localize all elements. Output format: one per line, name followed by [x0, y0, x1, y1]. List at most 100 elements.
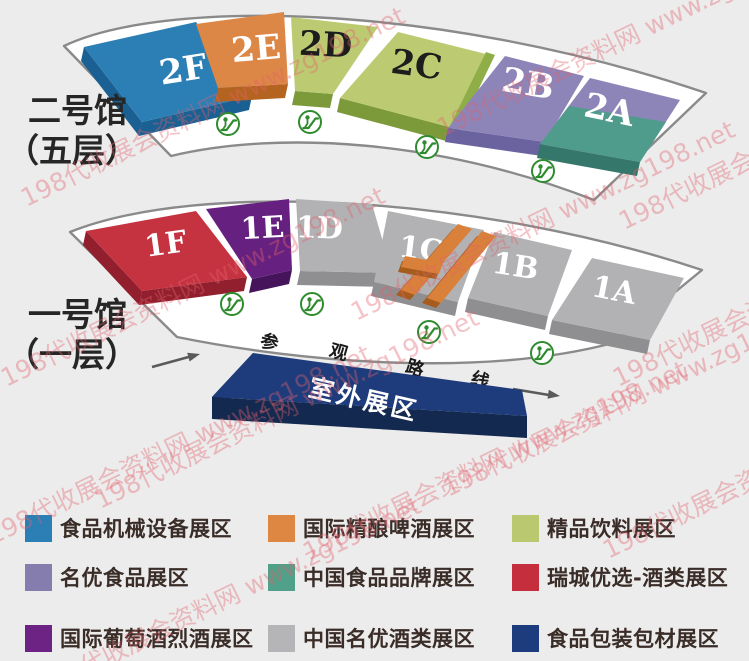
- hall1-name-line2: （一层）: [6, 335, 138, 374]
- legend-swatch: [25, 563, 52, 591]
- legend-item: 中国食品品牌展区: [268, 563, 475, 591]
- block-2A-side: [537, 144, 640, 176]
- hall2-name-line2: （五层）: [6, 131, 138, 170]
- legend-item: 瑞城优选-酒类展区: [512, 563, 728, 591]
- block-1F-left-side: [83, 231, 142, 305]
- block-1F: 1F: [83, 211, 247, 305]
- block-1D-label: 1D: [295, 210, 343, 247]
- legend-swatch: [268, 514, 295, 542]
- block-2B-side: [445, 128, 545, 156]
- block-1A-top: [552, 258, 684, 340]
- stripe-top: [401, 224, 472, 295]
- block-1A-side: [549, 320, 650, 354]
- legend-swatch: [25, 624, 52, 652]
- block-1B-top: [468, 232, 572, 316]
- legend-swatch: [512, 514, 539, 542]
- hall2-name: 二号馆 （五层）: [6, 91, 138, 170]
- legend-item: 国际精酿啤酒展区: [268, 514, 475, 542]
- block-1E-label: 1E: [240, 210, 286, 247]
- legend-swatch: [25, 514, 52, 542]
- legend-label: 精品饮料展区: [547, 517, 676, 541]
- block-1F-top: [86, 211, 247, 291]
- legend: 食品机械设备展区 国际精酿啤酒展区 精品饮料展区 名优食品展区 中国食品品牌展区…: [0, 498, 749, 661]
- route-arrow-head-icon: [187, 352, 200, 362]
- legend-label: 食品包装包材展区: [547, 627, 719, 651]
- escalator-icon: [297, 109, 323, 135]
- block-2C: 2C: [337, 32, 495, 142]
- escalator-icon: [219, 291, 245, 317]
- block-2C-top: [340, 32, 486, 128]
- route-arrow-head-icon: [547, 389, 560, 399]
- block-1F-label: 1F: [142, 224, 189, 265]
- legend-item: 精品饮料展区: [512, 514, 676, 542]
- route-arrow-left: [151, 352, 200, 369]
- stripe-top: [427, 231, 496, 303]
- outdoor-block: 室外展区: [212, 353, 527, 438]
- route-arrow-shaft: [151, 355, 191, 369]
- block-1D-top: [296, 199, 392, 273]
- legend-label: 国际葡萄酒烈酒展区: [60, 627, 254, 651]
- legend-item: 食品包装包材展区: [512, 624, 719, 652]
- legend-swatch: [512, 563, 539, 591]
- legend-label: 名优食品展区: [60, 566, 189, 590]
- legend-label: 中国名优酒类展区: [303, 627, 475, 651]
- block-2D-top: [291, 17, 378, 94]
- block-2E-side: [215, 84, 288, 102]
- block-1E: 1E: [206, 199, 292, 293]
- block-2D-label: 2D: [298, 24, 353, 67]
- block-1B-side: [465, 298, 548, 330]
- block-2B-top: [448, 56, 584, 142]
- legend-label: 中国食品品牌展区: [303, 566, 475, 590]
- legend-label: 瑞城优选-酒类展区: [547, 566, 729, 590]
- legend-swatch: [268, 624, 295, 652]
- legend-label: 食品机械设备展区: [60, 517, 232, 541]
- block-1F-side: [139, 277, 247, 305]
- legend-swatch: [268, 563, 295, 591]
- block-1E-side: [249, 270, 292, 293]
- block-2C-label: 2C: [389, 42, 445, 89]
- route-char: 参: [258, 329, 282, 355]
- block-2F-label: 2F: [157, 47, 210, 94]
- block-2B: 2B: [445, 56, 584, 156]
- block-1B-label: 1B: [490, 246, 541, 288]
- block-1E-top: [206, 199, 292, 279]
- block-1A: 1A: [549, 258, 684, 354]
- block-2E: 2E: [196, 12, 288, 102]
- escalator-icon: [299, 291, 325, 317]
- escalator-icon: [416, 319, 442, 345]
- block-2F-side: [139, 96, 252, 136]
- block-2E-label: 2E: [230, 27, 283, 71]
- block-1B: 1B: [465, 232, 572, 330]
- legend-item: 中国名优酒类展区: [268, 624, 475, 652]
- hall2-name-line1: 二号馆: [28, 91, 127, 130]
- route-char: 观: [327, 340, 350, 365]
- block-1D: 1D: [295, 199, 392, 287]
- block-2C-side: [337, 98, 453, 142]
- block-2F-left-side: [81, 47, 142, 136]
- floorplan-map: 2F 2E 2D 2C 2B 2A 1F: [6, 12, 708, 438]
- legend-swatch: [512, 624, 539, 652]
- block-2D-side: [292, 91, 333, 108]
- block-2E-top: [196, 12, 288, 88]
- block-2C-edge-strip: [449, 52, 495, 132]
- escalator-icon: [530, 158, 556, 184]
- craft-beer-stripes: [396, 224, 496, 308]
- block-2D: 2D: [291, 17, 378, 108]
- escalator-icon: [215, 111, 241, 137]
- outdoor-front-side: [212, 397, 527, 438]
- legend-item: 国际葡萄酒烈酒展区: [25, 624, 254, 652]
- block-1A-label: 1A: [589, 269, 640, 312]
- legend-label: 国际精酿啤酒展区: [303, 517, 475, 541]
- legend-item: 名优食品展区: [25, 563, 189, 591]
- legend-item: 食品机械设备展区: [25, 514, 232, 542]
- block-2A-top-teal: [540, 106, 666, 162]
- block-2B-label: 2B: [499, 60, 558, 108]
- hall1-name: 一号馆 （一层）: [6, 295, 138, 374]
- escalator-icon: [529, 340, 555, 366]
- stripe-top: [401, 256, 443, 274]
- escalator-icon: [414, 134, 440, 160]
- block-1D-side: [297, 271, 392, 287]
- outdoor-top: [212, 353, 527, 416]
- hall1-name-line1: 一号馆: [28, 295, 127, 334]
